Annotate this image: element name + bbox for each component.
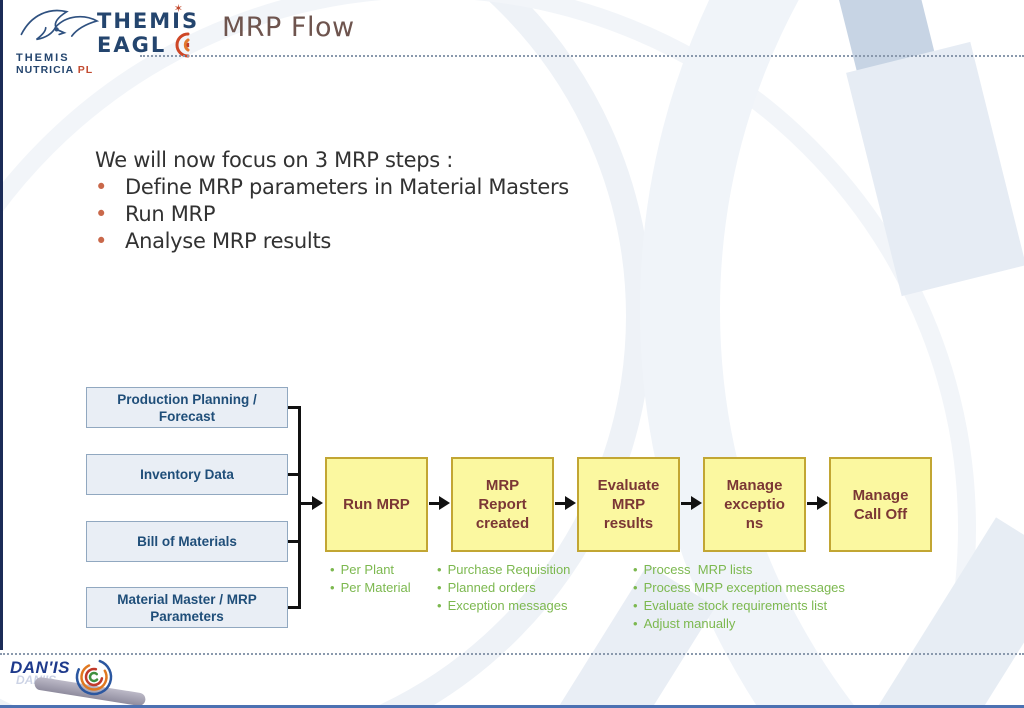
connector-line xyxy=(681,502,692,505)
notes-mrp-report: • Purchase Requisition • Planned orders • E… xyxy=(437,561,570,615)
step-box-evaluate-results: Evaluate MRP results xyxy=(577,457,680,552)
bullet-icon: • xyxy=(95,202,108,226)
arrow-icon xyxy=(817,496,828,510)
connector-line xyxy=(286,406,299,409)
step-box-manage-call-off: Manage Call Off xyxy=(829,457,932,552)
intro-bullet-1: • Define MRP parameters in Material Maste… xyxy=(95,174,655,201)
eagle-word: EAGL xyxy=(97,33,167,57)
step-box-manage-exceptions: Manage exceptio ns xyxy=(703,457,806,552)
themis-eagle-logo: ✶ THEMIS EAGL xyxy=(97,2,207,58)
connector-line xyxy=(286,473,299,476)
bullet-icon: • xyxy=(330,562,335,577)
nutricia-pl: PL xyxy=(77,64,94,76)
note-text: Per Plant xyxy=(340,562,395,577)
connector-line xyxy=(286,540,299,543)
note-text: Adjust manually xyxy=(643,616,736,631)
slide-bottom-edge xyxy=(0,705,1024,708)
note-item: • Planned orders xyxy=(437,579,570,597)
danis-arcs-icon xyxy=(75,658,113,696)
intro-bullet-text: Run MRP xyxy=(125,202,216,226)
connector-line xyxy=(286,606,299,609)
bullet-icon: • xyxy=(330,580,335,595)
arrow-icon xyxy=(691,496,702,510)
eagle-logo-line1: THEMIS xyxy=(97,9,200,33)
bullet-icon: • xyxy=(437,580,442,595)
note-text: Process MRP lists xyxy=(643,562,753,577)
note-item: • Process MRP lists xyxy=(633,561,845,579)
themis-nutricia-logo: THEMIS NUTRICIA PL xyxy=(10,4,110,76)
step-box-mrp-report: MRP Report created xyxy=(451,457,554,552)
connector-vertical-line xyxy=(298,406,301,609)
nutricia-logo-line1: THEMIS xyxy=(16,52,70,64)
input-box-inventory-data: Inventory Data xyxy=(86,454,288,495)
eagle-icon xyxy=(20,9,100,41)
note-item: • Adjust manually xyxy=(633,615,845,633)
bullet-icon: • xyxy=(437,598,442,613)
bullet-icon: • xyxy=(95,175,108,199)
eagle-logo-line2: EAGL xyxy=(97,32,207,58)
input-box-material-master: Material Master / MRP Parameters xyxy=(86,587,288,628)
input-box-production-planning: Production Planning / Forecast xyxy=(86,387,288,428)
bullet-icon: • xyxy=(95,229,108,253)
note-text: Per Material xyxy=(340,580,411,595)
note-text: Planned orders xyxy=(447,580,536,595)
arrow-icon xyxy=(312,496,323,510)
slide-left-edge xyxy=(0,0,3,650)
bullet-icon: • xyxy=(633,580,638,595)
note-item: • Per Material xyxy=(330,579,411,597)
notes-run-mrp: • Per Plant • Per Material xyxy=(330,561,411,597)
step-box-run-mrp: Run MRP xyxy=(325,457,428,552)
intro-block: We will now focus on 3 MRP steps : • Defi… xyxy=(95,147,655,255)
intro-bullet-2: • Run MRP xyxy=(95,201,655,228)
intro-bullet-text: Define MRP parameters in Material Master… xyxy=(125,175,569,199)
note-item: • Process MRP exception messages xyxy=(633,579,845,597)
connector-line xyxy=(807,502,818,505)
connector-main-line xyxy=(301,502,313,505)
intro-bullet-3: • Analyse MRP results xyxy=(95,228,655,255)
intro-bullet-text: Analyse MRP results xyxy=(125,229,332,253)
intro-heading: We will now focus on 3 MRP steps : xyxy=(95,148,454,172)
note-item: • Purchase Requisition xyxy=(437,561,570,579)
input-box-bill-of-materials: Bill of Materials xyxy=(86,521,288,562)
note-text: Exception messages xyxy=(447,598,568,613)
connector-line xyxy=(555,502,566,505)
bullet-icon: • xyxy=(633,562,638,577)
arrow-icon xyxy=(565,496,576,510)
page-title: MRP Flow xyxy=(222,12,355,43)
arrow-icon xyxy=(439,496,450,510)
nutricia-logo-line2: NUTRICIA PL xyxy=(16,64,110,76)
danis-logo: DAN'IS DAN'IS xyxy=(8,657,168,707)
danis-logo-text: DAN'IS xyxy=(10,658,70,677)
star-icon: ✶ xyxy=(173,2,183,15)
nutricia-word: NUTRICIA xyxy=(16,64,74,76)
note-item: • Evaluate stock requirements list xyxy=(633,597,845,615)
note-item: • Per Plant xyxy=(330,561,411,579)
bullet-icon: • xyxy=(633,616,638,631)
notes-evaluate-results: • Process MRP lists • Process MRP exceptio… xyxy=(633,561,845,633)
header-divider xyxy=(140,55,1024,57)
note-item: • Exception messages xyxy=(437,597,570,615)
note-text: Process MRP exception messages xyxy=(643,580,845,595)
note-text: Purchase Requisition xyxy=(447,562,571,577)
bullet-icon: • xyxy=(633,598,638,613)
footer-divider xyxy=(0,653,1024,655)
connector-line xyxy=(429,502,440,505)
note-text: Evaluate stock requirements list xyxy=(643,598,828,613)
bullet-icon: • xyxy=(437,562,442,577)
